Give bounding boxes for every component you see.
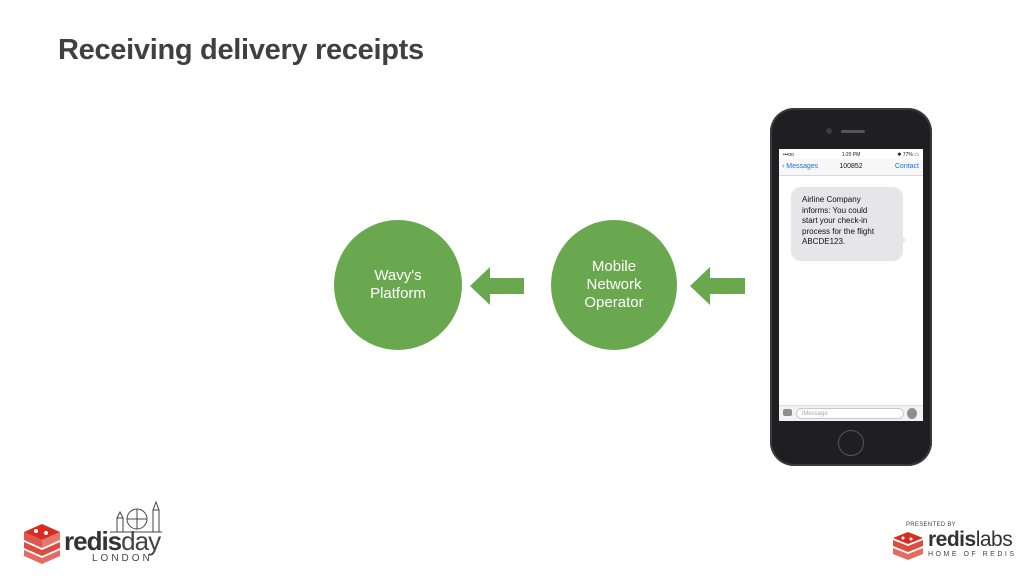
camera-icon[interactable]	[783, 409, 792, 416]
phone-screen: •••oo 1:20 PM ✱ 77% ▭ ‹ Messages 100852 …	[779, 149, 923, 421]
presented-by-label: PRESENTED BY	[906, 522, 956, 528]
home-button[interactable]	[838, 430, 864, 456]
redislabs-tagline: HOME OF REDIS	[928, 551, 1017, 558]
arrow-left-icon	[470, 267, 524, 305]
camera-icon	[826, 128, 832, 134]
back-label: Messages	[786, 163, 819, 170]
wordmark-bold: redis	[64, 526, 122, 556]
back-button[interactable]: ‹ Messages	[782, 163, 819, 170]
speaker-grille	[841, 130, 865, 133]
phone-device: •••oo 1:20 PM ✱ 77% ▭ ‹ Messages 100852 …	[770, 108, 932, 466]
node-mobile-network-operator: Mobile Network Operator	[551, 220, 677, 350]
status-bar: •••oo 1:20 PM ✱ 77% ▭	[779, 149, 923, 159]
messages-navbar: ‹ Messages 100852 Contact	[779, 159, 923, 176]
wordmark-bold: redis	[928, 528, 976, 551]
redisday-wordmark: redisday	[64, 526, 161, 557]
event-city: LONDON	[92, 553, 153, 564]
imessage-input[interactable]: iMessage	[796, 408, 904, 419]
battery-indicator: ✱ 77% ▭	[897, 152, 919, 158]
redis-cube-logo-icon	[24, 500, 162, 564]
message-input-bar: iMessage	[779, 405, 923, 421]
arrow-left-icon	[690, 267, 745, 305]
node-label: Mobile Network Operator	[584, 258, 644, 311]
slide-title: Receiving delivery receipts	[58, 34, 424, 66]
microphone-icon[interactable]	[907, 408, 917, 419]
contact-button[interactable]: Contact	[894, 163, 919, 170]
node-wavys-platform: Wavy's Platform	[334, 220, 462, 350]
signal-indicator: •••oo	[783, 152, 794, 158]
redislabs-wordmark: redislabs	[928, 528, 1013, 552]
status-time: 1:20 PM	[841, 152, 861, 158]
wordmark-light: day	[121, 526, 161, 556]
wordmark-light: labs	[975, 528, 1013, 551]
conversation-sender: 100852	[839, 163, 863, 170]
node-label: Wavy's Platform	[370, 267, 426, 302]
message-bubble: Airline Company informs: You could start…	[791, 187, 903, 261]
bubble-tail	[900, 235, 906, 245]
redislabs-cube-logo-icon	[893, 532, 923, 560]
